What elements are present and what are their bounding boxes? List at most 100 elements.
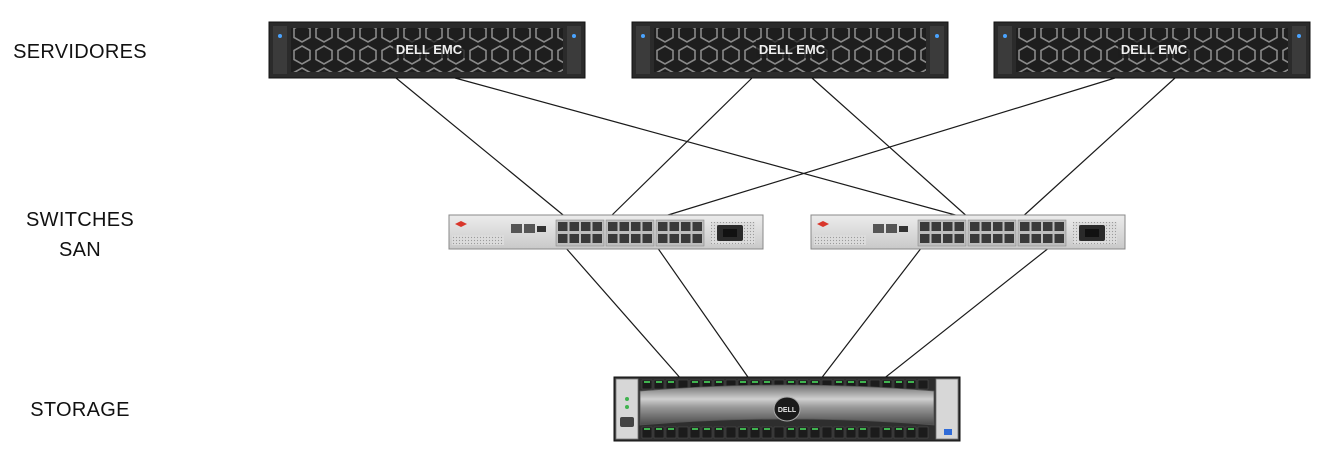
drive-bay <box>725 426 737 439</box>
drive-led <box>788 428 794 430</box>
drive-led <box>812 428 818 430</box>
drive-led <box>704 381 710 383</box>
drive-led <box>788 381 794 383</box>
drive-bay <box>737 426 749 439</box>
drive-bay <box>821 426 833 439</box>
fc-port <box>581 222 591 231</box>
storage-array-icon: DELL <box>613 376 961 442</box>
tier-label-switches-line2: SAN <box>58 239 102 261</box>
fc-port <box>1004 222 1014 231</box>
link-switch1-storage-b <box>656 246 751 381</box>
fc-port <box>981 222 991 231</box>
tier-label-servers: SERVIDORES <box>13 41 147 63</box>
fc-port-block-3 <box>655 219 705 247</box>
link-server1-switch1 <box>395 77 569 220</box>
fc-port <box>954 234 964 243</box>
fc-port <box>954 222 964 231</box>
fc-port <box>920 222 930 231</box>
fc-port-block-2 <box>605 219 655 247</box>
drive-led <box>848 428 854 430</box>
drive-bay <box>797 426 809 439</box>
lock-icon <box>620 417 634 427</box>
drive-led <box>764 381 770 383</box>
drive-led <box>884 381 890 383</box>
server-1[interactable]: DELL EMC <box>268 21 586 79</box>
drive-led <box>752 381 758 383</box>
fc-port-block-1 <box>555 219 605 247</box>
san-switch-1[interactable] <box>448 214 764 250</box>
fc-port <box>658 222 668 231</box>
drive-bay <box>845 426 857 439</box>
san-switch-icon <box>448 214 764 250</box>
fc-port <box>669 234 679 243</box>
fc-port <box>569 222 579 231</box>
fc-port-block-1 <box>917 219 967 247</box>
drive-led <box>644 381 650 383</box>
connection-lines <box>395 77 1176 381</box>
drive-led <box>692 428 698 430</box>
tier-label-switches-line1: SWITCHES <box>26 209 134 231</box>
drive-led <box>860 428 866 430</box>
fc-port <box>981 234 991 243</box>
storage-brand: DELL <box>778 407 797 414</box>
drive-bay <box>653 379 665 390</box>
link-server3-switch2 <box>1019 77 1176 220</box>
fc-port <box>642 234 652 243</box>
drive-led <box>800 428 806 430</box>
drive-bay <box>689 426 701 439</box>
fc-port <box>1031 234 1041 243</box>
drive-bay <box>653 426 665 439</box>
fc-port <box>1031 222 1041 231</box>
drive-led <box>812 381 818 383</box>
fc-port <box>631 222 641 231</box>
fc-port <box>1043 234 1053 243</box>
drive-bay <box>641 379 653 390</box>
drive-led <box>836 381 842 383</box>
drive-led <box>848 381 854 383</box>
drive-bay <box>833 426 845 439</box>
fc-port <box>1054 234 1064 243</box>
drive-bay <box>905 426 917 439</box>
link-switch2-storage-b <box>881 246 1051 381</box>
drive-led <box>896 428 902 430</box>
san-switch-2[interactable] <box>810 214 1126 250</box>
drive-bay <box>881 426 893 439</box>
link-server2-switch2 <box>811 77 971 220</box>
fc-port <box>658 234 668 243</box>
fc-port <box>993 234 1003 243</box>
drive-led <box>884 428 890 430</box>
server-2[interactable]: DELL EMC <box>631 21 949 79</box>
link-server3-switch1 <box>654 77 1116 220</box>
fc-port <box>1043 222 1053 231</box>
fc-port <box>619 222 629 231</box>
fc-port <box>592 222 602 231</box>
fc-port <box>669 222 679 231</box>
fc-port <box>681 222 691 231</box>
fc-port <box>681 234 691 243</box>
storage-array[interactable]: DELL <box>613 376 961 442</box>
drive-led <box>908 381 914 383</box>
drive-led <box>908 428 914 430</box>
fc-port <box>943 222 953 231</box>
fc-port <box>558 234 568 243</box>
drive-bay <box>713 426 725 439</box>
drive-led <box>896 381 902 383</box>
drive-led <box>656 381 662 383</box>
switch-accent-logo <box>455 221 467 227</box>
fc-port <box>692 234 702 243</box>
drive-led <box>836 428 842 430</box>
drive-bay <box>785 426 797 439</box>
server-brand: DELL EMC <box>759 42 826 57</box>
drive-led <box>740 428 746 430</box>
server-brand: DELL EMC <box>396 42 463 57</box>
switch-accent-logo <box>817 221 829 227</box>
server-3[interactable]: DELL EMC <box>993 21 1311 79</box>
fc-port <box>558 222 568 231</box>
drive-led <box>716 428 722 430</box>
fc-port <box>642 222 652 231</box>
drive-bay <box>917 379 929 390</box>
fc-port-block-3 <box>1017 219 1067 247</box>
fc-port <box>1054 222 1064 231</box>
fc-port <box>1020 222 1030 231</box>
fc-port <box>1004 234 1014 243</box>
